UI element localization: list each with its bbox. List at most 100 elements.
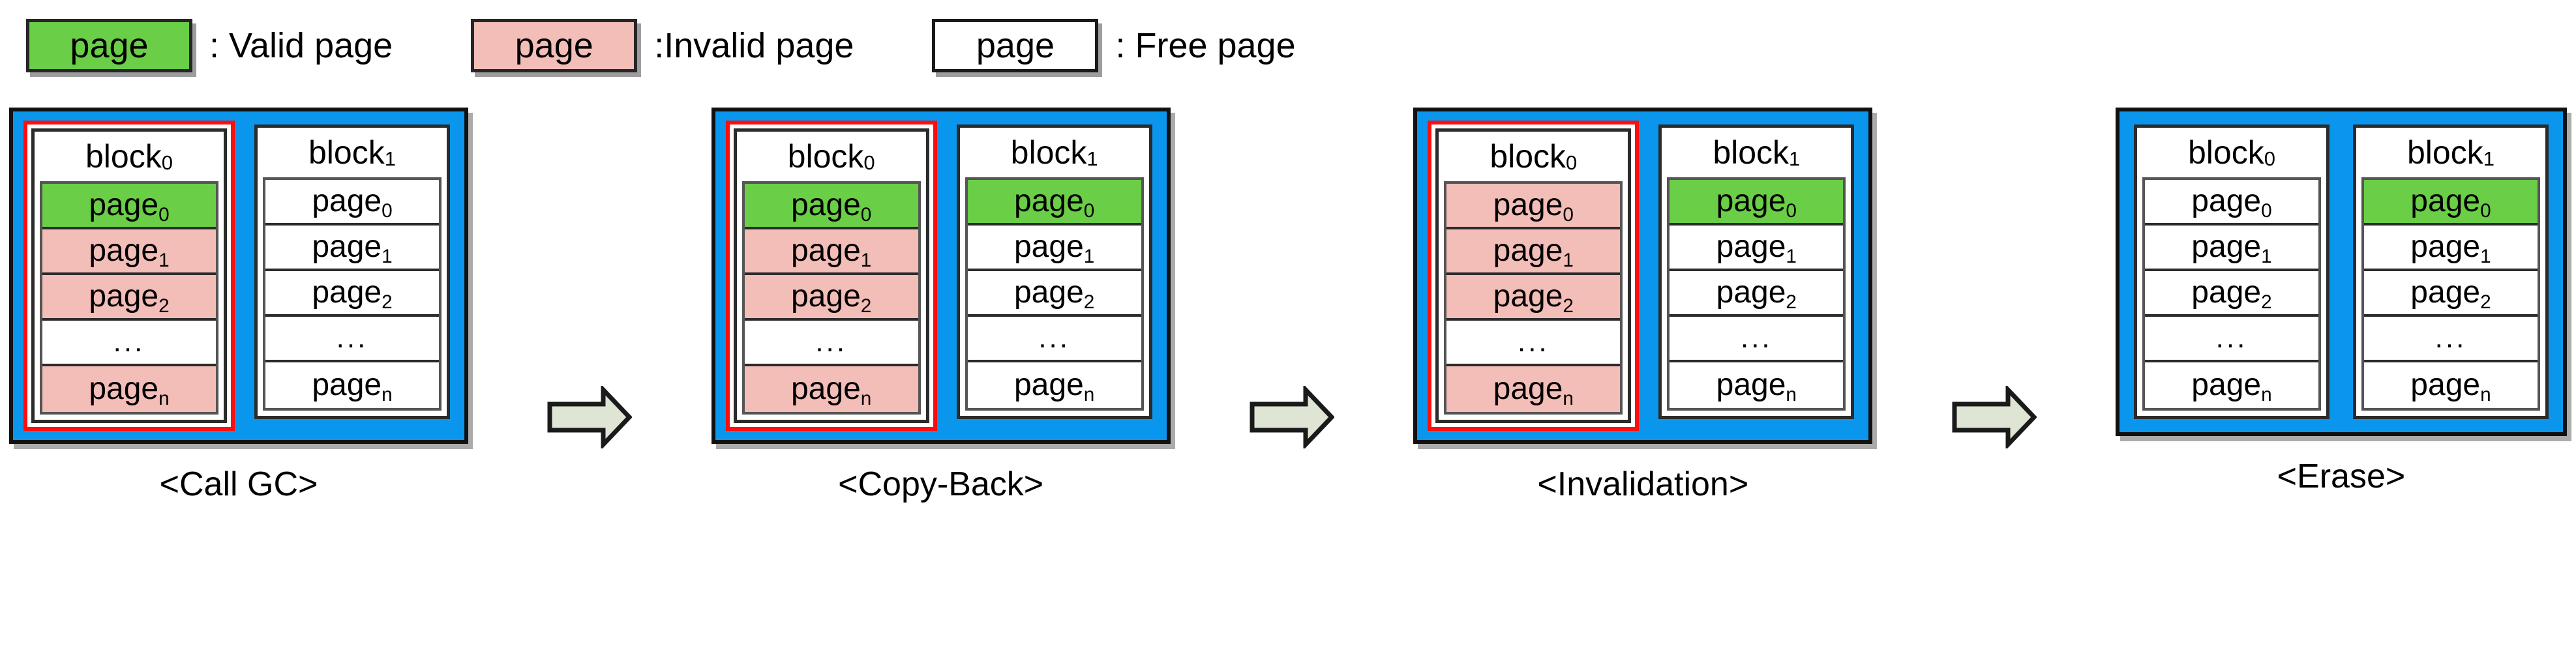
page-row-ellipsis[interactable]: ... — [265, 317, 439, 362]
page-label: page0 — [1716, 186, 1797, 221]
block-title-subscript: 0 — [2264, 147, 2275, 170]
page-label-subscript: 1 — [860, 249, 872, 271]
page-label-subscript: 1 — [1563, 249, 1574, 271]
page-label: page1 — [312, 231, 392, 267]
page-label-subscript: 0 — [2480, 199, 2491, 222]
page-row[interactable]: page1 — [744, 229, 918, 275]
page-row[interactable]: page1 — [967, 226, 1141, 271]
page-label-text: page — [790, 372, 861, 406]
page-row-ellipsis[interactable]: ... — [42, 321, 216, 366]
page-label: page0 — [1014, 186, 1094, 221]
legend-swatch-valid: page — [26, 19, 192, 72]
page-row[interactable]: page0 — [2144, 180, 2318, 226]
stage-caption: <Invalidation> — [1537, 465, 1749, 503]
page-row[interactable]: page1 — [42, 229, 216, 275]
page-label-subscript: 0 — [1563, 203, 1574, 226]
page-row[interactable]: pagen — [42, 366, 216, 412]
page-row[interactable]: page2 — [1446, 275, 1621, 321]
page-row-ellipsis[interactable]: ... — [1446, 321, 1621, 366]
page-row[interactable]: page2 — [967, 271, 1141, 317]
page-row[interactable]: page0 — [744, 184, 918, 229]
page-label-text: page — [1716, 275, 1786, 310]
page-row[interactable]: page2 — [1670, 271, 1844, 317]
page-row[interactable]: page1 — [1446, 229, 1621, 275]
right-block-arrow-icon — [1952, 386, 2037, 448]
legend-swatch-free: page — [932, 19, 1099, 72]
page-label-text: page — [89, 279, 159, 314]
page-row[interactable]: page1 — [2363, 226, 2538, 271]
block-title-text: block — [2406, 134, 2483, 171]
block-title-subscript: 0 — [863, 151, 875, 174]
page-row-ellipsis[interactable]: ... — [967, 317, 1141, 362]
page-row[interactable]: pagen — [744, 366, 918, 412]
page-row[interactable]: page1 — [265, 226, 439, 271]
page-row[interactable]: pagen — [1670, 362, 1844, 408]
page-row[interactable]: pagen — [2363, 362, 2538, 408]
page-row[interactable]: page0 — [967, 180, 1141, 226]
page-row[interactable]: page1 — [1670, 226, 1844, 271]
page-row[interactable]: pagen — [265, 362, 439, 408]
page-row[interactable]: page2 — [2363, 271, 2538, 317]
page-row[interactable]: pagen — [967, 362, 1141, 408]
page-row-ellipsis[interactable]: ... — [2363, 317, 2538, 362]
block-title-subscript: 1 — [384, 147, 396, 170]
page-row[interactable]: page0 — [42, 184, 216, 229]
page-row[interactable]: page0 — [265, 180, 439, 226]
block-title-text: block — [2187, 134, 2264, 171]
page-label: page2 — [791, 281, 871, 316]
stage-caption: <Copy-Back> — [838, 465, 1044, 503]
page-label-subscript: 1 — [1083, 245, 1095, 267]
page-row[interactable]: page0 — [1670, 180, 1844, 226]
page-row[interactable]: page0 — [2363, 180, 2538, 226]
page-label: page2 — [1014, 277, 1094, 312]
page-label: page2 — [89, 279, 169, 316]
page-row[interactable]: page2 — [42, 275, 216, 321]
page-label-subscript: 1 — [382, 245, 393, 267]
page-row-ellipsis[interactable]: ... — [1670, 317, 1844, 362]
block-title-subscript: 1 — [2483, 147, 2494, 170]
page-label-text: page — [89, 233, 159, 268]
legend-label-valid: : Valid page — [209, 26, 393, 65]
page-row[interactable]: page1 — [2144, 226, 2318, 271]
block-title-text: block — [1010, 134, 1087, 171]
page-label-subscript: n — [1083, 383, 1095, 405]
legend-item-invalid: page:Invalid page — [471, 19, 854, 72]
page-label-text: page — [89, 188, 159, 222]
page-row-ellipsis[interactable]: ... — [2144, 317, 2318, 362]
page-label-subscript: 0 — [2261, 199, 2272, 222]
page-label-text: page — [2191, 229, 2262, 264]
page-row-ellipsis[interactable]: ... — [744, 321, 918, 366]
page-row[interactable]: page2 — [744, 275, 918, 321]
page-label-subscript: 1 — [158, 249, 170, 271]
page-label: page2 — [2410, 277, 2491, 312]
page-row[interactable]: pagen — [2144, 362, 2318, 408]
page-row[interactable]: page2 — [265, 271, 439, 317]
page-row[interactable]: page0 — [1446, 184, 1621, 229]
page-row[interactable]: pagen — [1446, 366, 1621, 412]
page-label: page1 — [2410, 231, 2491, 267]
page-row[interactable]: page2 — [2144, 271, 2318, 317]
